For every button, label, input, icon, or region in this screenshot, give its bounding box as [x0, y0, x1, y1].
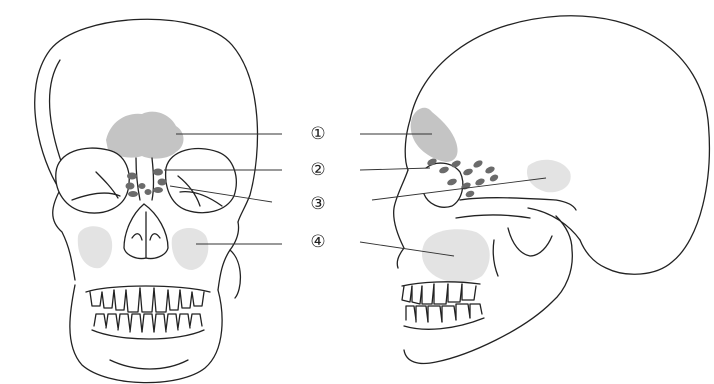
lateral-upper-jaw-line: [402, 282, 480, 286]
front-lower-jaw-line: [92, 330, 204, 339]
front-upper-jaw-line: [86, 286, 210, 292]
lateral-ethmoid-cell: [465, 190, 476, 199]
lateral-ethmoid-cell: [438, 165, 449, 174]
lateral-cranium-base: [528, 208, 580, 240]
front-lower-teeth: [92, 314, 204, 339]
front-ethmoid-cell: [128, 191, 138, 197]
front-sphenoid-cell: [145, 189, 152, 195]
lateral-frontal-sinus: [411, 108, 458, 162]
lateral-ethmoid-cell: [484, 165, 496, 175]
label-2: ②: [310, 160, 325, 180]
front-left-orbit: [56, 148, 129, 213]
lateral-zygomatic-arch-lower: [456, 215, 530, 218]
lateral-lower-teeth: [404, 304, 484, 329]
lateral-mandible-notch: [493, 240, 498, 276]
label-4: ④: [310, 232, 325, 252]
front-ethmoid-cell: [126, 183, 135, 190]
front-maxillary-sinus-left: [78, 226, 112, 268]
front-mandible: [70, 285, 222, 383]
label-3: ③: [310, 194, 325, 214]
lateral-zygomatic-arch: [460, 198, 576, 210]
front-frontal-sinus: [106, 112, 184, 159]
skull-front-view: [35, 19, 258, 382]
number-labels: ① ② ③ ④: [310, 124, 325, 252]
leader-3-lateral: [372, 178, 546, 200]
front-ethmoid-cell: [127, 173, 137, 180]
front-sphenoid-cell: [139, 183, 146, 189]
lateral-ethmoid-cell: [489, 173, 500, 183]
front-ethmoid-cell: [158, 179, 167, 186]
lateral-coronoid: [508, 228, 552, 256]
label-1: ①: [310, 124, 325, 144]
lateral-ethmoid-cell: [462, 167, 473, 176]
front-ethmoid-cells: [126, 169, 167, 198]
front-ethmoid-cell: [153, 187, 163, 193]
lateral-brow-nose: [394, 170, 408, 268]
skull-lateral-view: [394, 16, 710, 364]
front-ethmoid-cell: [153, 169, 163, 176]
lateral-upper-teeth: [402, 282, 480, 304]
lateral-sphenoid-region: [527, 160, 571, 193]
lateral-forehead: [405, 120, 410, 170]
front-right-ramus: [230, 250, 240, 298]
leader-2-lateral: [360, 168, 430, 170]
front-right-orbit: [166, 149, 237, 213]
lateral-ethmoid-cell: [472, 159, 484, 169]
front-maxillary-sinus-right: [172, 228, 209, 270]
front-upper-teeth: [86, 286, 210, 312]
front-chin-line: [110, 360, 188, 369]
lateral-ethmoid-cell: [446, 177, 457, 186]
lateral-maxillary-sinus: [422, 229, 490, 282]
